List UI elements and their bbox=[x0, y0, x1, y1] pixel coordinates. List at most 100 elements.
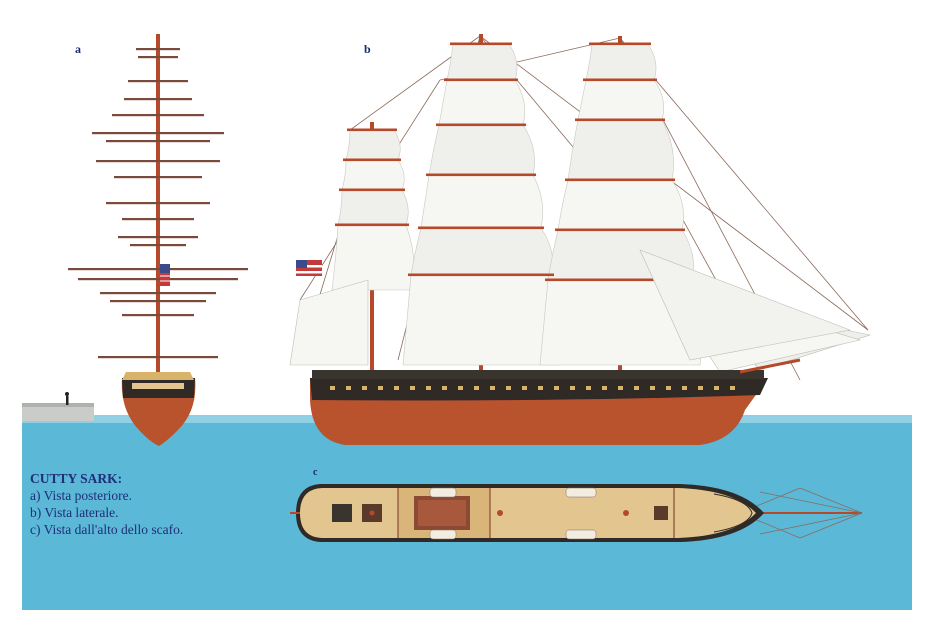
stern-yard-10 bbox=[122, 218, 194, 221]
us-flag-icon bbox=[160, 264, 170, 286]
side-sails bbox=[331, 43, 703, 366]
stern-yard-9 bbox=[106, 202, 210, 205]
porthole-13 bbox=[538, 386, 543, 390]
top-deck-dividers bbox=[397, 488, 675, 538]
side-yard-15 bbox=[545, 278, 695, 282]
porthole-22 bbox=[682, 386, 687, 390]
side-yard-6 bbox=[436, 123, 526, 127]
stern-yard-11 bbox=[118, 236, 198, 239]
panel-label-b: b bbox=[364, 42, 371, 56]
stern-rail bbox=[122, 372, 194, 380]
lifeboat-starboard-fore bbox=[565, 529, 597, 540]
porthole-11 bbox=[506, 386, 511, 390]
top-fore-mast bbox=[623, 510, 629, 516]
top-mizzen-mast bbox=[369, 510, 375, 516]
porthole-17 bbox=[602, 386, 607, 390]
stern-yard-8 bbox=[114, 176, 202, 179]
stern-yard-2 bbox=[128, 80, 188, 83]
porthole-21 bbox=[666, 386, 671, 390]
spanker-sail bbox=[289, 279, 369, 366]
lifeboat-starboard-aft bbox=[429, 529, 457, 540]
square-sail-3 bbox=[331, 224, 415, 291]
quay-top bbox=[22, 403, 94, 407]
porthole-9 bbox=[474, 386, 479, 390]
side-yard-2 bbox=[339, 188, 405, 192]
porthole-12 bbox=[522, 386, 527, 390]
jib-sails bbox=[639, 249, 872, 373]
porthole-7 bbox=[442, 386, 447, 390]
side-yard-1 bbox=[343, 158, 401, 162]
stern-yard-13 bbox=[68, 268, 248, 271]
top-view bbox=[290, 484, 863, 542]
side-yard-13 bbox=[565, 178, 675, 182]
us-flag-icon bbox=[296, 260, 322, 276]
square-sail-9 bbox=[402, 274, 562, 366]
porthole-6 bbox=[426, 386, 431, 390]
porthole-0 bbox=[330, 386, 335, 390]
stern-yard-6 bbox=[106, 140, 210, 143]
lifeboat-port-fore bbox=[565, 487, 597, 498]
lifeboat-port-aft bbox=[429, 487, 457, 498]
side-bulwark bbox=[312, 370, 764, 379]
porthole-18 bbox=[618, 386, 623, 390]
side-yards bbox=[335, 42, 695, 282]
panel-label-c: c bbox=[313, 467, 318, 478]
square-sail-10 bbox=[585, 43, 657, 81]
top-forecastle bbox=[713, 493, 753, 533]
panel-label-a: a bbox=[75, 42, 81, 56]
stern-yards bbox=[68, 48, 248, 359]
porthole-19 bbox=[634, 386, 639, 390]
porthole-4 bbox=[394, 386, 399, 390]
side-yard-9 bbox=[408, 273, 554, 277]
stern-view bbox=[68, 34, 248, 446]
stern-mast bbox=[156, 34, 160, 379]
caption-title: CUTTY SARK: bbox=[30, 471, 123, 486]
stern-yard-12 bbox=[130, 244, 186, 247]
square-sail-13 bbox=[557, 179, 684, 231]
porthole-2 bbox=[362, 386, 367, 390]
side-yard-3 bbox=[335, 223, 409, 227]
porthole-5 bbox=[410, 386, 415, 390]
square-sail-4 bbox=[446, 43, 518, 81]
porthole-24 bbox=[714, 386, 719, 390]
square-sail-1 bbox=[341, 159, 405, 191]
square-sail-8 bbox=[410, 227, 553, 276]
stern-yard-0 bbox=[136, 48, 180, 51]
side-yard-8 bbox=[418, 226, 544, 230]
porthole-8 bbox=[458, 386, 463, 390]
square-sail-0 bbox=[345, 129, 401, 161]
porthole-20 bbox=[650, 386, 655, 390]
porthole-3 bbox=[378, 386, 383, 390]
caption-line-a: a) Vista posteriore. bbox=[30, 488, 133, 503]
stern-yard-17 bbox=[122, 314, 194, 317]
square-sail-2 bbox=[337, 189, 409, 226]
top-skylight-aft bbox=[332, 504, 352, 522]
side-portholes bbox=[330, 386, 735, 390]
porthole-25 bbox=[730, 386, 735, 390]
stern-yard-14 bbox=[78, 278, 238, 281]
side-yard-10 bbox=[589, 42, 651, 46]
square-sail-12 bbox=[567, 119, 674, 181]
stern-yard-1 bbox=[138, 56, 178, 59]
square-sail-7 bbox=[420, 174, 544, 229]
side-view bbox=[289, 34, 872, 445]
side-yard-11 bbox=[583, 78, 657, 82]
top-main-mast bbox=[497, 510, 503, 516]
stern-yard-7 bbox=[96, 160, 220, 163]
top-fore-hatch bbox=[654, 506, 668, 520]
stern-gallery bbox=[132, 383, 184, 389]
porthole-16 bbox=[586, 386, 591, 390]
side-yard-0 bbox=[347, 128, 397, 132]
porthole-15 bbox=[570, 386, 575, 390]
quay bbox=[22, 405, 94, 421]
side-yard-5 bbox=[444, 78, 518, 82]
square-sail-6 bbox=[428, 124, 535, 176]
side-yard-4 bbox=[450, 42, 512, 46]
side-yard-12 bbox=[575, 118, 665, 122]
stern-yard-4 bbox=[112, 114, 204, 117]
side-yard-7 bbox=[426, 173, 536, 177]
porthole-1 bbox=[346, 386, 351, 390]
stern-yard-16 bbox=[110, 300, 206, 303]
